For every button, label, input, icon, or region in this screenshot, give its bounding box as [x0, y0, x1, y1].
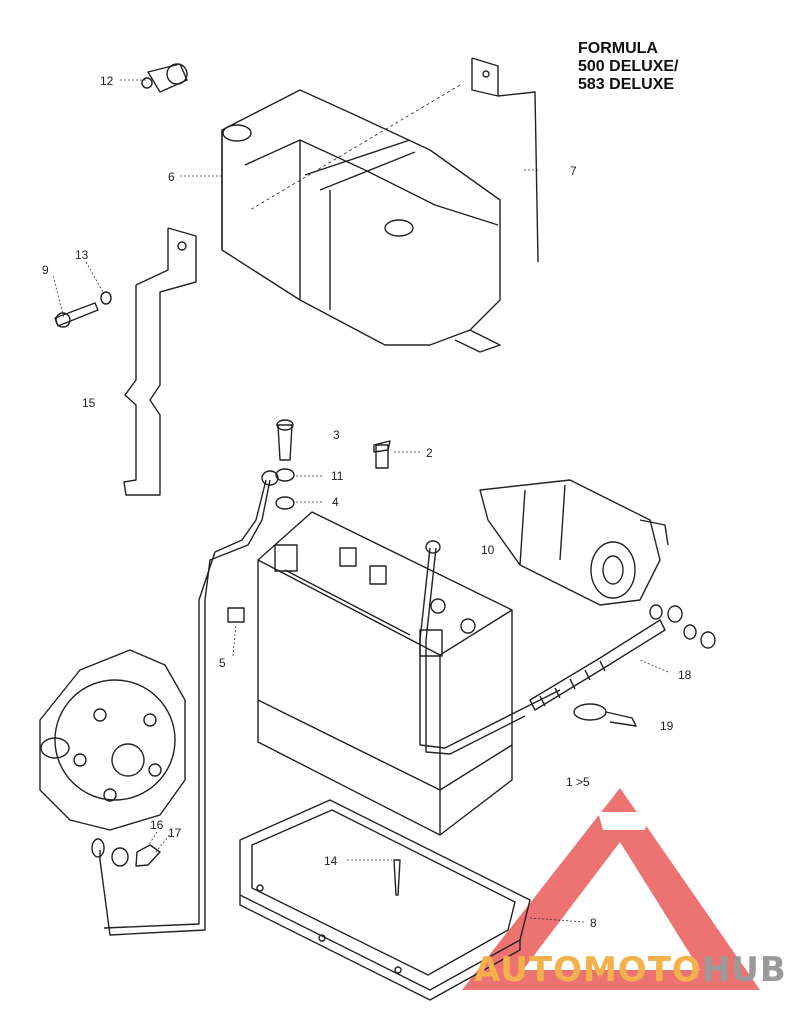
model-title-line-1: FORMULA — [578, 40, 658, 57]
model-title-line-3: 583 DELUXE — [578, 76, 675, 93]
watermark-text: AUTOMOTOHUB — [474, 950, 787, 990]
callout-5: 5 — [219, 656, 226, 670]
callout-9: 9 — [42, 263, 49, 277]
callout-1-5: 1 >5 — [566, 775, 590, 789]
bracket-7 — [249, 57, 539, 263]
callout-17: 17 — [168, 826, 182, 840]
battery — [257, 511, 513, 836]
callout-2: 2 — [426, 446, 433, 460]
callout-16: 16 — [150, 818, 164, 832]
cable-18 — [529, 604, 716, 711]
callout-10: 10 — [481, 543, 495, 557]
callout-19: 19 — [660, 719, 674, 733]
callout-11: 11 — [331, 469, 344, 483]
model-title-line-2: 500 DELUXE/ — [578, 58, 679, 75]
battery-cables — [99, 470, 561, 936]
starter-motor — [479, 479, 669, 606]
watermark-text-part-1: AUTOMOTO — [474, 950, 702, 990]
callout-12: 12 — [100, 74, 114, 88]
callout-3: 3 — [333, 428, 340, 442]
clamp-19 — [573, 703, 637, 727]
battery-cover — [221, 89, 501, 353]
small-parts — [91, 419, 401, 896]
bracket-15 — [123, 227, 197, 496]
callout-8: 8 — [590, 916, 597, 930]
callout-6: 6 — [168, 170, 175, 184]
flywheel-housing — [39, 649, 186, 831]
callout-18: 18 — [678, 668, 692, 682]
callout-15: 15 — [82, 396, 96, 410]
callout-7: 7 — [570, 164, 577, 178]
watermark-text-part-2: HUB — [701, 950, 787, 990]
model-title: FORMULA 500 DELUXE/ 583 DELUXE — [578, 40, 678, 94]
leader-lines — [52, 79, 669, 923]
callout-4: 4 — [332, 495, 339, 509]
hardware-small — [54, 63, 188, 328]
battery-tray — [239, 799, 531, 1001]
callout-14: 14 — [324, 854, 338, 868]
callout-13: 13 — [75, 248, 89, 262]
watermark-logo — [462, 788, 760, 990]
